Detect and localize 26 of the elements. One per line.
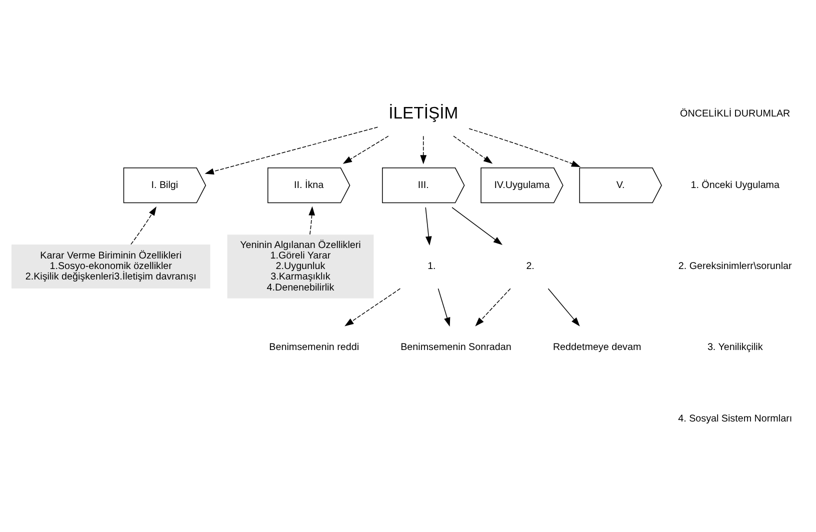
arrow: [468, 128, 581, 166]
arrow: [425, 206, 432, 245]
label: 4. Sosyal Sistem Normları: [678, 413, 792, 424]
label: 1. Önceki Uygulama: [690, 179, 780, 190]
node-box: Yeninin Algılanan Özellikleri 1.Göreli Yarar 2.Uygunluk 3.Karmaşıklık 4.Denenebilirlik: [227, 234, 374, 298]
arrow: [548, 288, 580, 326]
arrow: [453, 135, 493, 164]
node-box: Karar Verme Biriminin Özellikleri 1.Sosyo-ekonomik özellikler 2.Kişilik değişkenleri3.İletişim davranışı: [11, 244, 210, 288]
arrow: [420, 135, 427, 164]
node-text: İLETİŞİM: [388, 102, 458, 122]
label: 3. Yenilikçilik: [707, 342, 763, 353]
arrow: [308, 206, 315, 234]
arrow: [438, 288, 450, 326]
node-text: 1.: [428, 260, 436, 272]
arrow: [130, 206, 156, 244]
node-text: 2.: [526, 260, 534, 272]
arrow: [344, 288, 401, 326]
label: ÖNCELİKLİ DURUMLAR: [680, 108, 790, 120]
arrow: [204, 126, 378, 174]
node-text: Benimsemenin Sonradan: [400, 342, 512, 353]
label: 2. Gereksinimlerr\sorunlar: [678, 260, 792, 272]
arrow: [452, 206, 502, 245]
arrow: [342, 135, 389, 164]
node-text: Reddetmeye devam: [552, 342, 642, 353]
node-text: Benimsemenin reddi: [269, 342, 360, 353]
arrow: [475, 288, 511, 326]
